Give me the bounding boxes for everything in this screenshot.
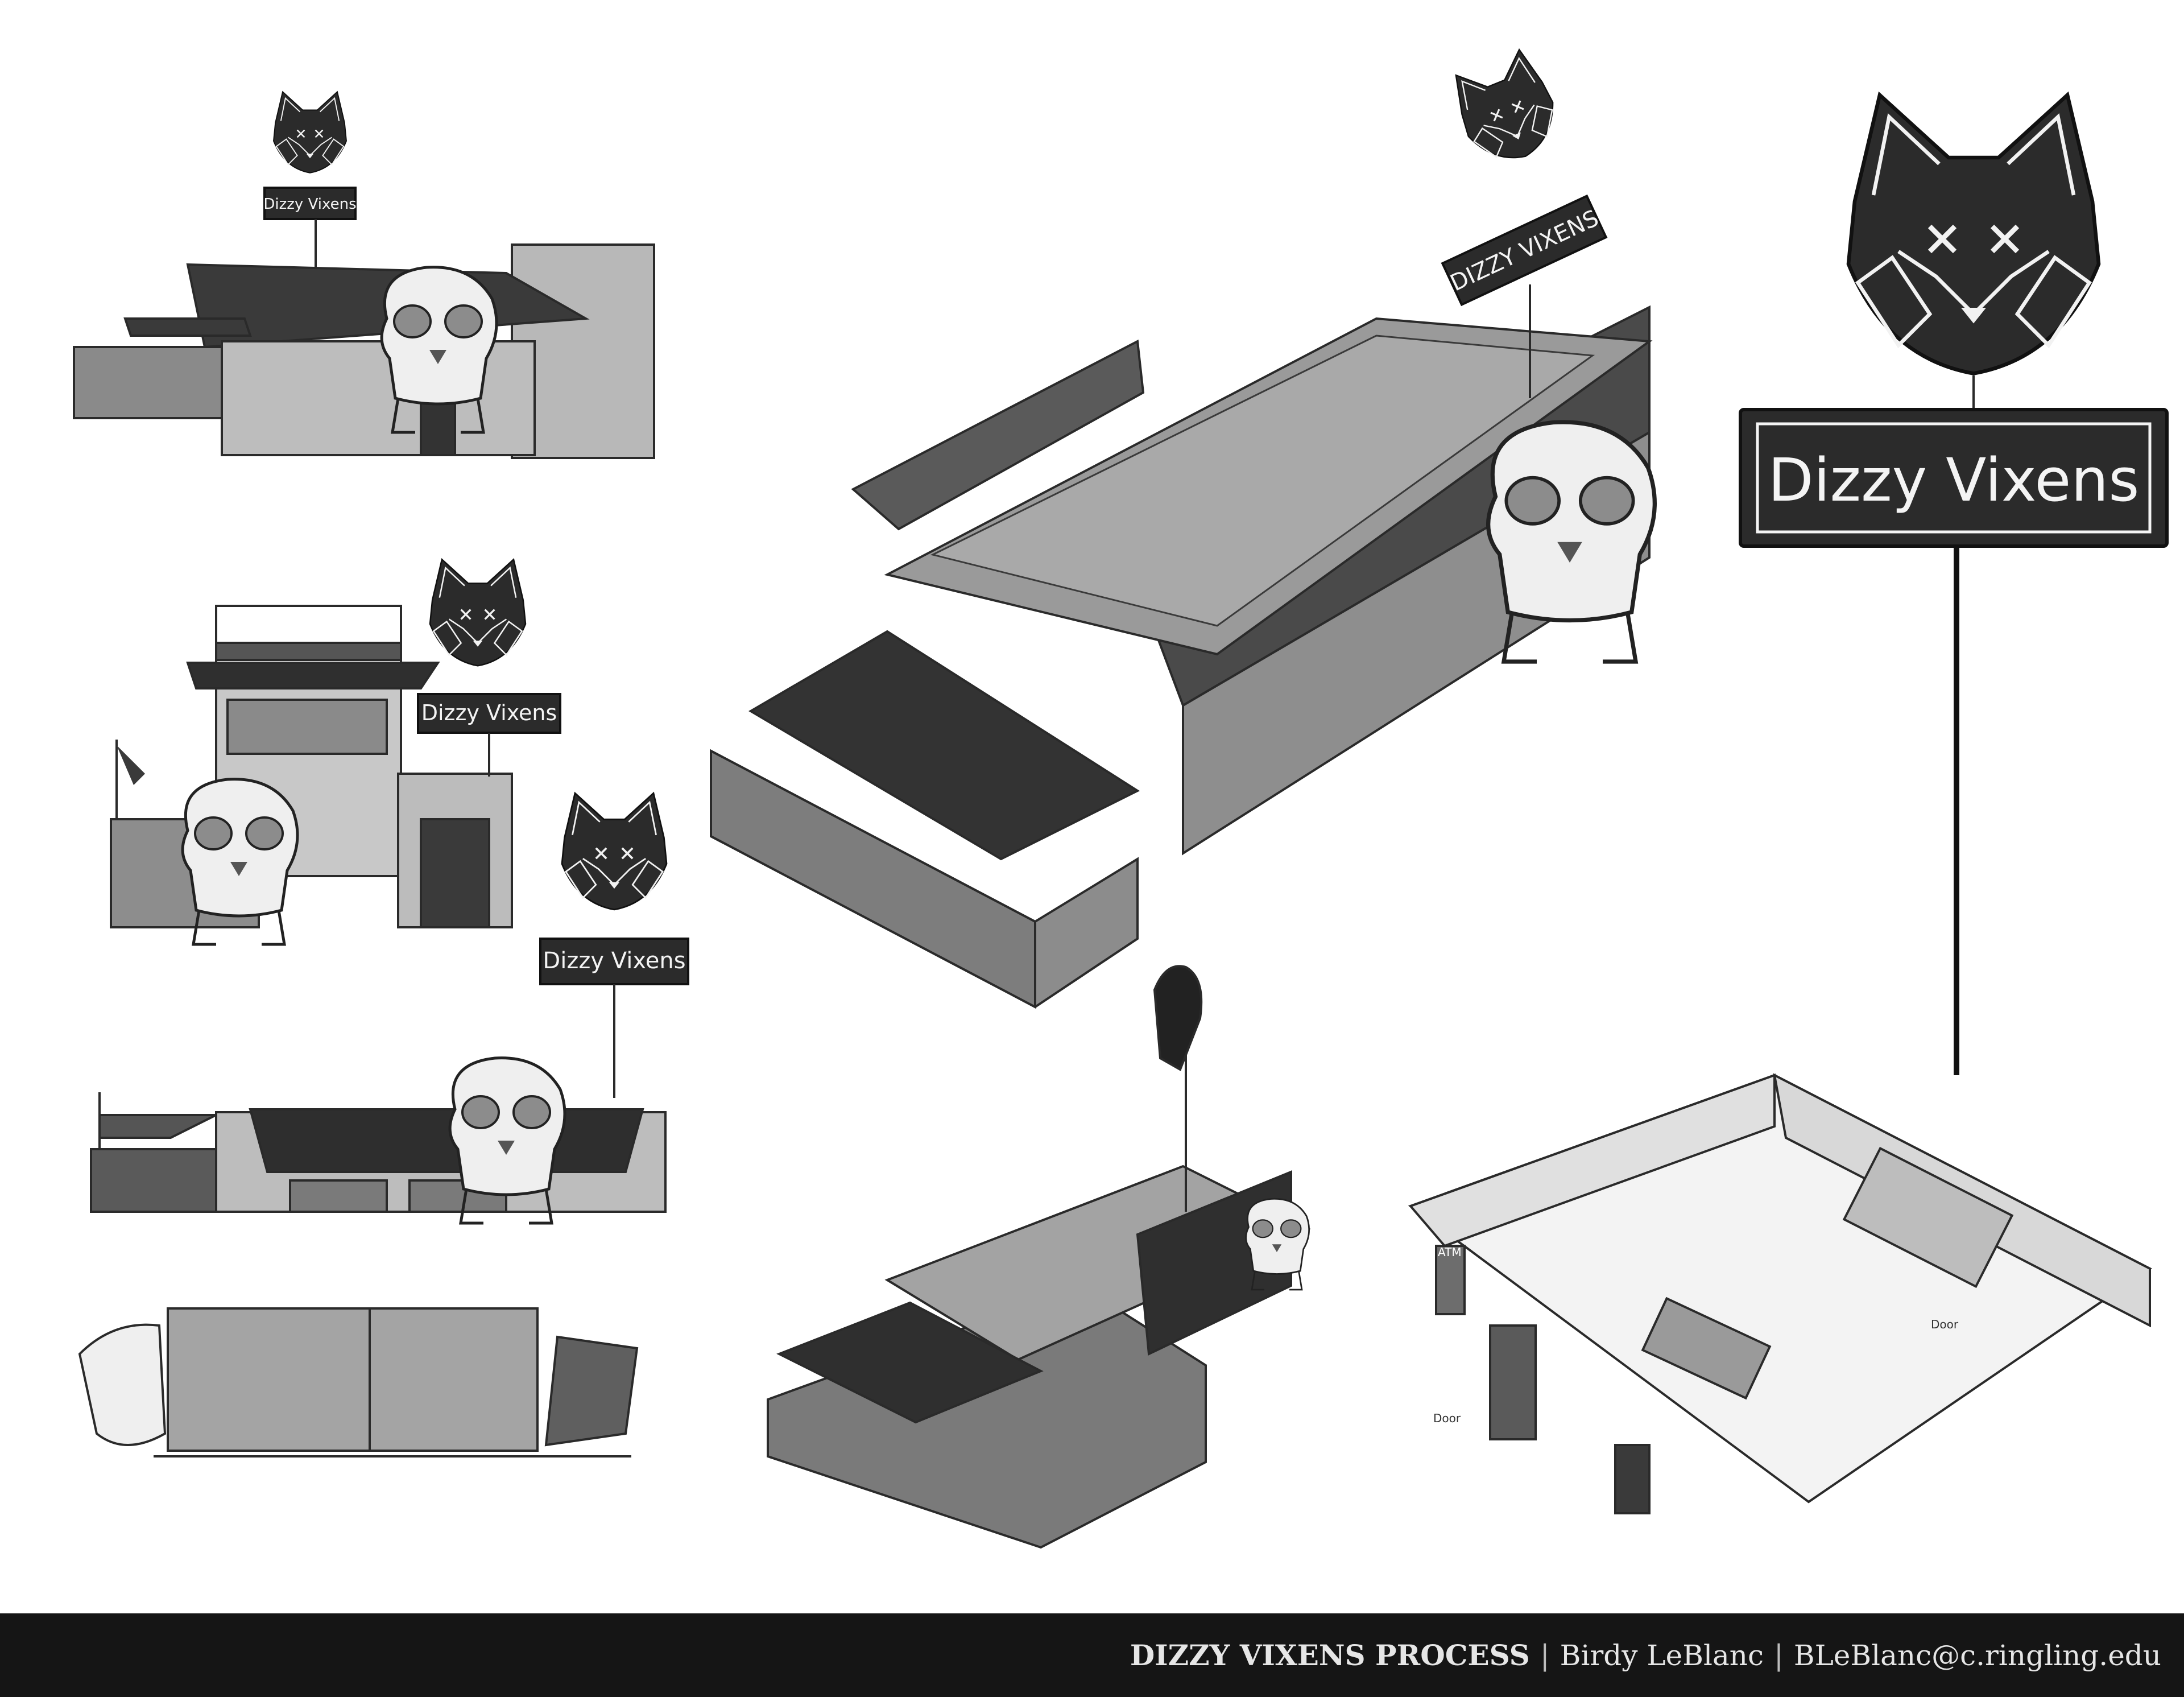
sign-text-sketch-3: Dizzy Vixens	[543, 948, 685, 974]
iso-exterior-main: DIZZY VIXENS	[710, 44, 1654, 1009]
final-neon-sign: Dizzy Vixens	[1739, 95, 2169, 1075]
footer-separator: |	[1540, 1639, 1550, 1672]
sketch-front-elevation-2: Dizzy Vixens	[110, 558, 561, 944]
sketch-sign-on-pole: Dizzy Vixens	[539, 792, 689, 1098]
footer-title: DIZZY VIXENS PROCESS	[1130, 1638, 1530, 1672]
sign-text-final: Dizzy Vixens	[1768, 445, 2140, 515]
floorplan-label-door-left: Door	[1433, 1411, 1461, 1425]
concept-sheet: Dizzy Vixens Dizzy Vixens Dizzy Vixens	[73, 44, 2169, 1549]
sketch-back-elevation	[78, 1307, 639, 1457]
footer-email[interactable]: BLeBlanc@c.ringling.edu	[1793, 1639, 2161, 1672]
sign-text-sketch-2: Dizzy Vixens	[421, 700, 557, 725]
floorplan-label-atm: ATM	[1438, 1245, 1462, 1259]
sketch-front-elevation-1: Dizzy Vixens	[73, 91, 655, 459]
footer-separator-2: |	[1773, 1639, 1784, 1672]
iso-exterior-small	[767, 965, 1311, 1549]
footer-credit: DIZZY VIXENS PROCESS | Birdy LeBlanc | BLeBl…	[1130, 1638, 2161, 1672]
footer-bar: DIZZY VIXENS PROCESS | Birdy LeBlanc | BLeBl…	[0, 1613, 2184, 1697]
sketch-side-elevation	[90, 1058, 667, 1223]
sign-text-sketch-1: Dizzy Vixens	[263, 196, 356, 213]
floorplan-cutaway: ATM Door Door	[1408, 1073, 2152, 1514]
footer-artist: Birdy LeBlanc	[1560, 1639, 1764, 1672]
floorplan-label-door-right: Door	[1931, 1318, 1959, 1331]
